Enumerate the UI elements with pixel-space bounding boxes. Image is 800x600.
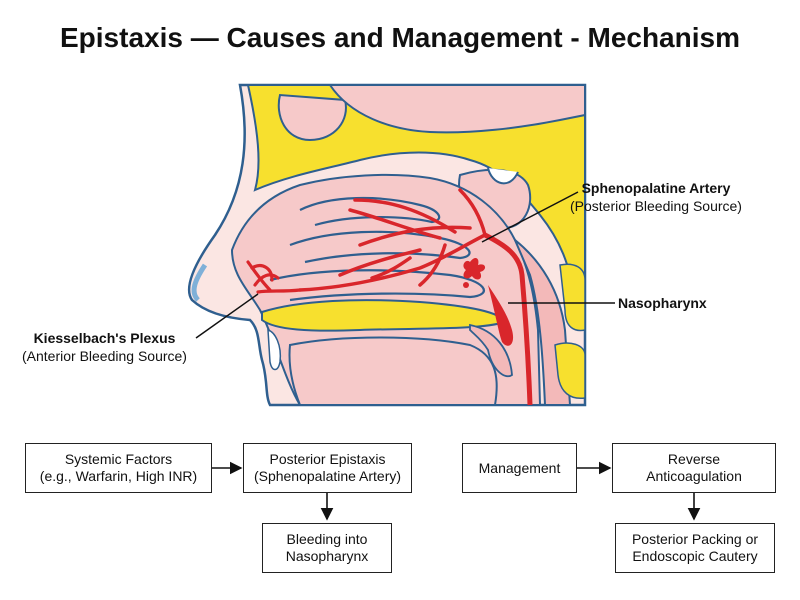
- blood-trickle: [488, 285, 514, 346]
- posterior-packing-box: Posterior Packing or Endoscopic Cautery: [615, 523, 775, 573]
- packing-line2: Endoscopic Cautery: [632, 548, 758, 564]
- bleeding-line1: Bleeding into: [286, 531, 368, 547]
- sphenopalatine-label: Sphenopalatine Artery (Posterior Bleedin…: [570, 179, 742, 215]
- bleeding-nasopharynx-box: Bleeding into Nasopharynx: [262, 523, 392, 573]
- blood-drop: [463, 282, 469, 288]
- systemic-factors-box: Systemic Factors (e.g., Warfarin, High I…: [25, 443, 212, 493]
- upper-teeth: [267, 328, 282, 371]
- kiesselbach-note: (Anterior Bleeding Source): [22, 348, 187, 364]
- management-box: Management: [462, 443, 577, 493]
- nasal-bone: [246, 84, 586, 301]
- sphenopalatine-pointer: [481, 191, 579, 243]
- diagram-title: Epistaxis — Causes and Management - Mech…: [60, 22, 740, 53]
- reverse-line1: Reverse: [667, 451, 721, 467]
- vertebra-lower: [554, 342, 586, 400]
- nasal-vestibule: [191, 263, 208, 302]
- systemic-line2: (e.g., Warfarin, High INR): [39, 468, 198, 484]
- posterior-epistaxis-box: Posterior Epistaxis (Sphenopalatine Arte…: [243, 443, 412, 493]
- tongue: [288, 336, 498, 406]
- sella-notch: [487, 167, 519, 185]
- packing-line1: Posterior Packing or: [631, 531, 759, 547]
- reverse-line2: Anticoagulation: [646, 468, 742, 484]
- nasopharynx-name: Nasopharynx: [618, 295, 707, 311]
- soft-palate: [469, 323, 513, 378]
- kiesselbach-plexus-vessels: [246, 260, 302, 294]
- skull-interior: [328, 84, 586, 134]
- management-line1: Management: [478, 459, 561, 476]
- vertebra-upper: [559, 263, 586, 332]
- bleeding-point: [463, 258, 486, 280]
- nasopharynx-label: Nasopharynx: [618, 294, 707, 312]
- kiesselbach-pointer: [195, 293, 259, 339]
- middle-turbinate: [289, 230, 471, 264]
- kiesselbach-label: Kiesselbach's Plexus (Anterior Bleeding …: [22, 329, 187, 365]
- reverse-anticoagulation-box: Reverse Anticoagulation: [612, 443, 776, 493]
- posterior-line2: (Sphenopalatine Artery): [253, 468, 402, 484]
- descending-artery: [483, 232, 533, 406]
- sphenopalatine-note: (Posterior Bleeding Source): [570, 198, 742, 214]
- frontal-sinus: [277, 93, 347, 142]
- kiesselbach-name: Kiesselbach's Plexus: [33, 330, 176, 346]
- bleeding-line2: Nasopharynx: [285, 548, 369, 564]
- posterior-line1: Posterior Epistaxis: [269, 451, 386, 467]
- systemic-line1: Systemic Factors: [64, 451, 173, 467]
- sphenopalatine-artery-branches: [298, 188, 487, 292]
- sphenopalatine-name: Sphenopalatine Artery: [581, 180, 731, 196]
- inferior-turbinate: [269, 269, 485, 302]
